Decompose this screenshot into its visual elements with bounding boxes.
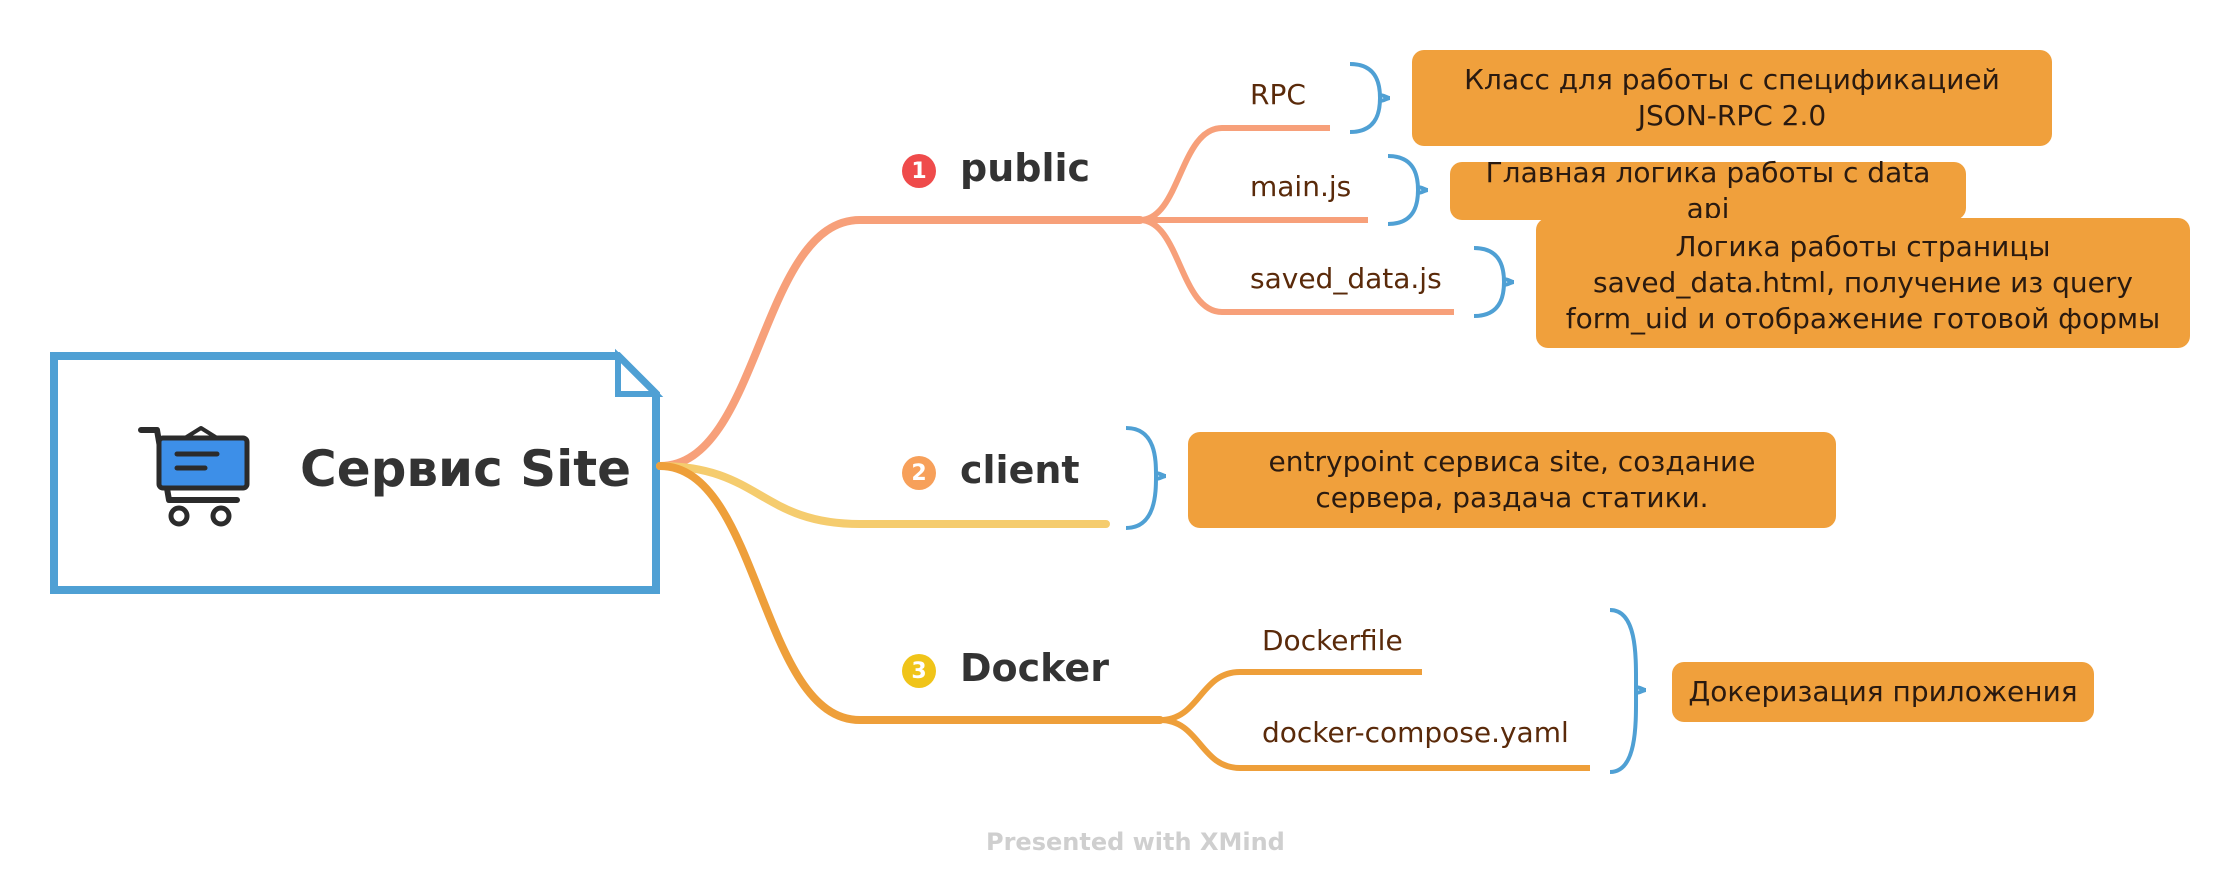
note-rpc[interactable]: Класс для работы с спецификацией JSON-RP… bbox=[1412, 50, 2052, 146]
topic-docker-compose[interactable]: docker-compose.yaml bbox=[1262, 716, 1569, 749]
root-topic-title[interactable]: Сервис Site bbox=[300, 440, 632, 498]
bracket-client bbox=[1125, 426, 1167, 530]
bracket-saveddata bbox=[1473, 246, 1515, 318]
child-line-compose bbox=[1159, 717, 1590, 771]
shopping-cart-icon bbox=[135, 420, 255, 530]
xmind-watermark: Presented with XMind bbox=[986, 828, 1285, 856]
child-line-rpc bbox=[1139, 125, 1330, 223]
child-line-saveddata bbox=[1139, 217, 1454, 315]
root-box-fold bbox=[615, 348, 664, 397]
branch-public[interactable]: public bbox=[960, 146, 1091, 190]
bracket-mainjs bbox=[1387, 154, 1429, 226]
branch-client[interactable]: client bbox=[960, 448, 1080, 492]
note-docker[interactable]: Докеризация приложения bbox=[1672, 662, 2094, 722]
note-mainjs[interactable]: Главная логика работы с data api bbox=[1450, 156, 1966, 225]
bracket-docker bbox=[1609, 608, 1647, 774]
note-saveddata[interactable]: Логика работы страницы saved_data.html, … bbox=[1536, 218, 2190, 348]
number-badge-2: 2 bbox=[902, 456, 936, 490]
branch-line-docker bbox=[656, 462, 1164, 724]
branch-line-public bbox=[656, 216, 1144, 470]
branch-line-client bbox=[656, 462, 1110, 528]
number-badge-1: 1 bbox=[902, 154, 936, 188]
branch-docker[interactable]: Docker bbox=[960, 646, 1109, 690]
topic-mainjs[interactable]: main.js bbox=[1250, 170, 1352, 203]
root-box-outline bbox=[50, 352, 660, 594]
note-client[interactable]: entrypoint сервиса site, создание сервер… bbox=[1188, 432, 1836, 528]
bracket-rpc bbox=[1349, 62, 1391, 134]
topic-dockerfile[interactable]: Dockerfile bbox=[1262, 624, 1403, 657]
number-badge-3: 3 bbox=[902, 654, 936, 688]
topic-saveddata[interactable]: saved_data.js bbox=[1250, 262, 1442, 295]
child-line-dockerfile bbox=[1159, 669, 1422, 723]
topic-rpc[interactable]: RPC bbox=[1250, 78, 1306, 111]
